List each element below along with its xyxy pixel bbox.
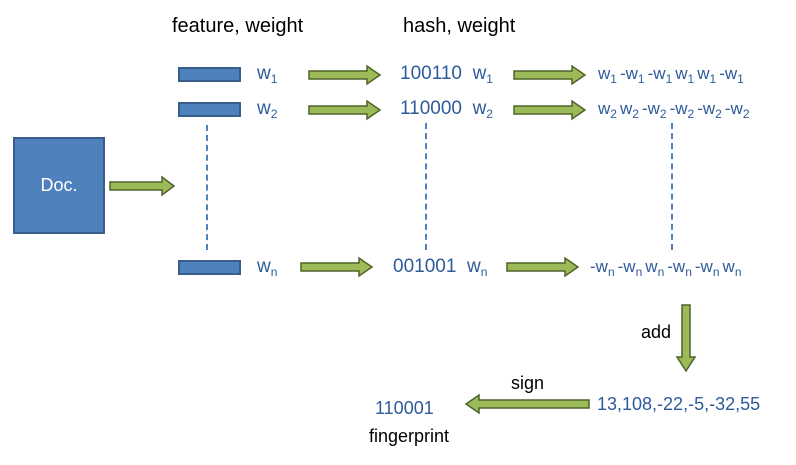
feature-bar-n — [178, 260, 241, 275]
feature-weight-1: w1 — [257, 63, 278, 86]
arrow-hash-to-signed-n — [506, 256, 580, 278]
hash-row-n: 001001 wn — [393, 256, 488, 279]
signed-term: -w1 — [619, 64, 645, 86]
signed-term: wn — [645, 257, 665, 279]
signed-term: -wn — [694, 257, 720, 279]
document-box: Doc. — [13, 137, 105, 234]
fingerprint-label: fingerprint — [369, 426, 450, 446]
arrow-add-down — [675, 304, 697, 373]
signed-term: -wn — [667, 257, 692, 279]
signed-term: -wn — [617, 257, 643, 279]
arrow-feature-to-hash-2 — [308, 99, 382, 121]
arrow-hash-to-signed-2 — [513, 99, 587, 121]
signed-ellipsis-line — [671, 123, 673, 250]
signed-term: w2 — [598, 99, 617, 121]
arrow-sign-left — [464, 393, 590, 415]
signed-term: w1 — [675, 64, 695, 86]
signed-term: -w2 — [697, 99, 722, 121]
sign-label: sign — [511, 373, 545, 393]
feature-bar-1 — [178, 67, 241, 82]
hash-weight-header: hash, weight — [403, 15, 516, 37]
signed-term: w1 — [697, 64, 717, 86]
fingerprint-value: 110001 — [375, 398, 434, 418]
hash-value-n: 001001 — [393, 256, 457, 277]
document-label: Doc. — [40, 175, 78, 195]
signed-term: -w2 — [724, 99, 750, 121]
add-label: add — [641, 322, 672, 342]
arrow-doc-to-features — [109, 175, 176, 197]
sum-vector: 13,108,-22,-5,-32,55 — [597, 394, 761, 414]
feature-bar-2 — [178, 102, 241, 117]
feature-weight-2: w2 — [257, 98, 278, 121]
feature-ellipsis-line — [206, 125, 208, 250]
hash-row-1: 100110 w1 — [400, 63, 493, 86]
feature-weight-header: feature, weight — [172, 15, 304, 37]
signed-term: -w2 — [641, 99, 667, 121]
signed-term: -w1 — [719, 64, 744, 86]
signed-term: -wn — [590, 257, 615, 279]
arrow-feature-to-hash-1 — [308, 64, 382, 86]
signed-term: w2 — [619, 99, 639, 121]
signed-term: w1 — [598, 64, 617, 86]
arrow-feature-to-hash-n — [300, 256, 374, 278]
arrow-hash-to-signed-1 — [513, 64, 587, 86]
hash-value-1: 100110 — [400, 63, 462, 84]
hash-row-2: 110000 w2 — [400, 98, 493, 121]
hash-ellipsis-line — [425, 123, 427, 250]
signed-term: -w1 — [647, 64, 673, 86]
signed-term: -w2 — [669, 99, 695, 121]
hash-value-2: 110000 — [400, 98, 462, 119]
signed-term: wn — [722, 257, 742, 279]
feature-weight-n: wn — [257, 256, 278, 279]
